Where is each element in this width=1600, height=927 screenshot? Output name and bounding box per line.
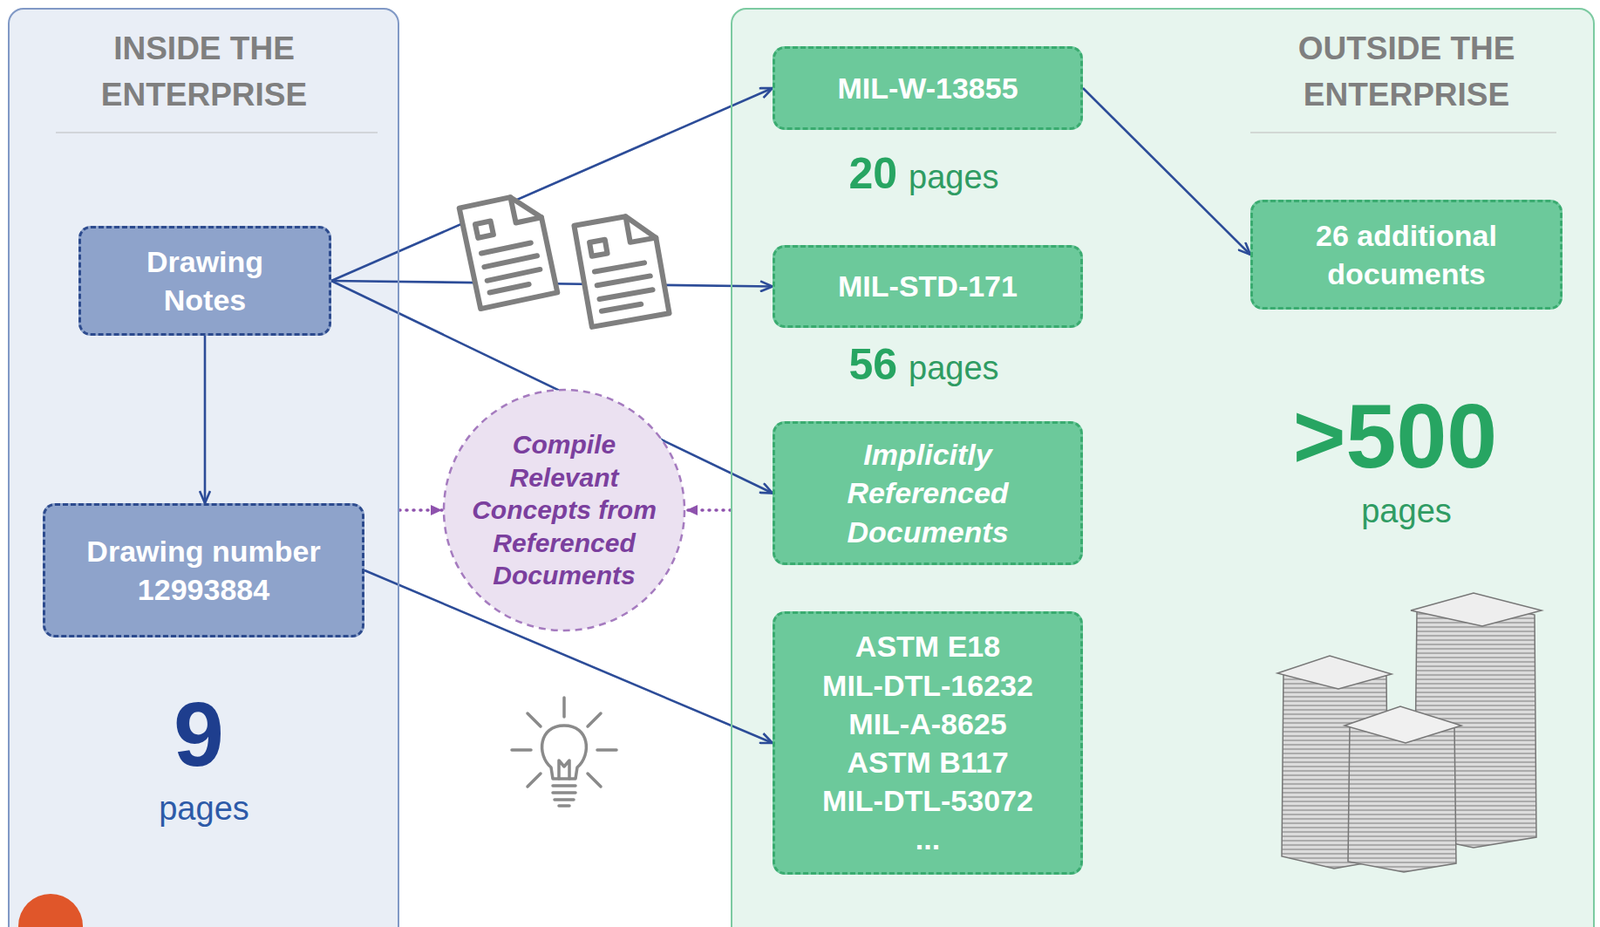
- document-icon: [459, 191, 559, 309]
- lightbulb-icon: [511, 697, 617, 806]
- document-icon: [459, 191, 559, 309]
- node-label: 26 additional documents: [1293, 216, 1520, 293]
- word: Drawing: [146, 245, 264, 279]
- word: ASTM: [855, 629, 940, 663]
- word: INSIDE: [113, 30, 221, 67]
- lightbulb-icon: [558, 760, 570, 779]
- inside-panel-fill: [7, 7, 400, 927]
- unit-label: pages: [908, 160, 1000, 194]
- page-count: 20: [848, 151, 898, 196]
- word: THE: [230, 30, 295, 67]
- region-panel: INSIDE THE ENTERPRISEDrawing NotesDrawin…: [7, 7, 400, 927]
- word: OUTSIDE: [1298, 30, 1442, 67]
- word: 26: [1315, 218, 1349, 252]
- document-box: MIL-W-13855: [772, 46, 1083, 130]
- paper-stacks: [1277, 655, 1392, 689]
- unit-label: pages: [1361, 494, 1452, 528]
- document-icon: [481, 242, 543, 293]
- word: additional: [1356, 218, 1498, 252]
- node-label: MIL-W-13855: [837, 68, 1018, 108]
- word: 12993884: [137, 572, 270, 606]
- word: Relevant: [509, 462, 619, 492]
- node-label: Implicitly Referenced Documents: [823, 435, 1033, 552]
- word: Referenced: [492, 528, 635, 558]
- paper-stacks: [1410, 592, 1542, 627]
- node-label: Drawing number 12993884: [73, 531, 335, 609]
- document-box: 26 additional documents: [1250, 199, 1563, 310]
- page-count: 9: [173, 688, 225, 780]
- unit-label: pages: [158, 791, 250, 825]
- document-icon: [626, 211, 657, 243]
- document-icon: [594, 262, 655, 312]
- region-heading: INSIDE THE ENTERPRISE: [86, 25, 322, 118]
- word: MIL-A-8625: [848, 707, 1007, 741]
- lightbulb-icon: [511, 697, 617, 787]
- node-label: Compile Relevant Concepts from Reference…: [456, 428, 672, 593]
- document-icon: [589, 239, 608, 257]
- page-count: 56: [848, 342, 898, 387]
- document-box: MIL-STD-171: [772, 245, 1083, 328]
- node-label: Drawing Notes: [126, 242, 284, 320]
- paper-stacks: [1277, 592, 1542, 872]
- process-circle: Compile Relevant Concepts from Reference…: [442, 388, 687, 633]
- word: ASTM: [846, 745, 931, 779]
- region-heading: OUTSIDE THE ENTERPRISE: [1288, 25, 1525, 118]
- dotted-arrow: [686, 508, 731, 512]
- word: MIL-DTL-16232: [822, 668, 1034, 702]
- dotted-arrow: [399, 508, 443, 512]
- outside-panel-fill: [730, 7, 1595, 927]
- circle-outline: [443, 389, 685, 631]
- word: Notes: [163, 283, 246, 317]
- document-icon: [573, 211, 669, 327]
- node-label: ASTM E18 MIL-DTL-16232 MIL-A-8625 ASTM B…: [819, 626, 1036, 858]
- word: ...: [915, 822, 940, 856]
- arrow-connector: [1082, 88, 1251, 255]
- word: Documents: [846, 515, 1008, 549]
- document-icon: [475, 221, 494, 239]
- arrow-connector: [331, 88, 773, 281]
- document-box: Drawing number 12993884: [42, 503, 365, 638]
- document-box: ASTM E18 MIL-DTL-16232 MIL-A-8625 ASTM B…: [772, 611, 1083, 875]
- page-count: >500: [1293, 390, 1498, 482]
- word: Referenced: [846, 476, 1008, 510]
- word: THE: [1450, 30, 1515, 67]
- word: ENTERPRISE: [101, 76, 307, 113]
- document-icon: [510, 191, 542, 224]
- word: Implicitly: [863, 437, 992, 471]
- word: number: [211, 534, 321, 568]
- logo-mark: [18, 893, 83, 927]
- word: Documents: [492, 560, 635, 590]
- word: Drawing: [86, 534, 204, 568]
- word: Compile: [512, 429, 616, 459]
- word: from: [598, 495, 657, 525]
- word: B117: [939, 745, 1008, 779]
- word: MIL-W-13855: [837, 71, 1018, 105]
- paper-stacks: [1344, 706, 1462, 743]
- heading-rule: [55, 131, 378, 134]
- heading-rule: [1250, 131, 1557, 134]
- arrow-connector: [204, 335, 207, 504]
- lightbulb-icon: [552, 785, 576, 806]
- document-box: Drawing Notes: [78, 225, 332, 336]
- word: documents: [1327, 257, 1485, 291]
- word: E18: [947, 629, 1001, 663]
- word: MIL-STD-171: [837, 269, 1018, 303]
- document-icon: [573, 211, 669, 327]
- word: MIL-DTL-53072: [822, 783, 1034, 818]
- lightbulb-icon: [542, 725, 587, 779]
- word: ENTERPRISE: [1303, 76, 1510, 113]
- document-box: Implicitly Referenced Documents: [772, 421, 1083, 566]
- unit-label: pages: [908, 351, 1000, 385]
- node-label: MIL-STD-171: [837, 266, 1018, 306]
- word: Concepts: [471, 495, 592, 525]
